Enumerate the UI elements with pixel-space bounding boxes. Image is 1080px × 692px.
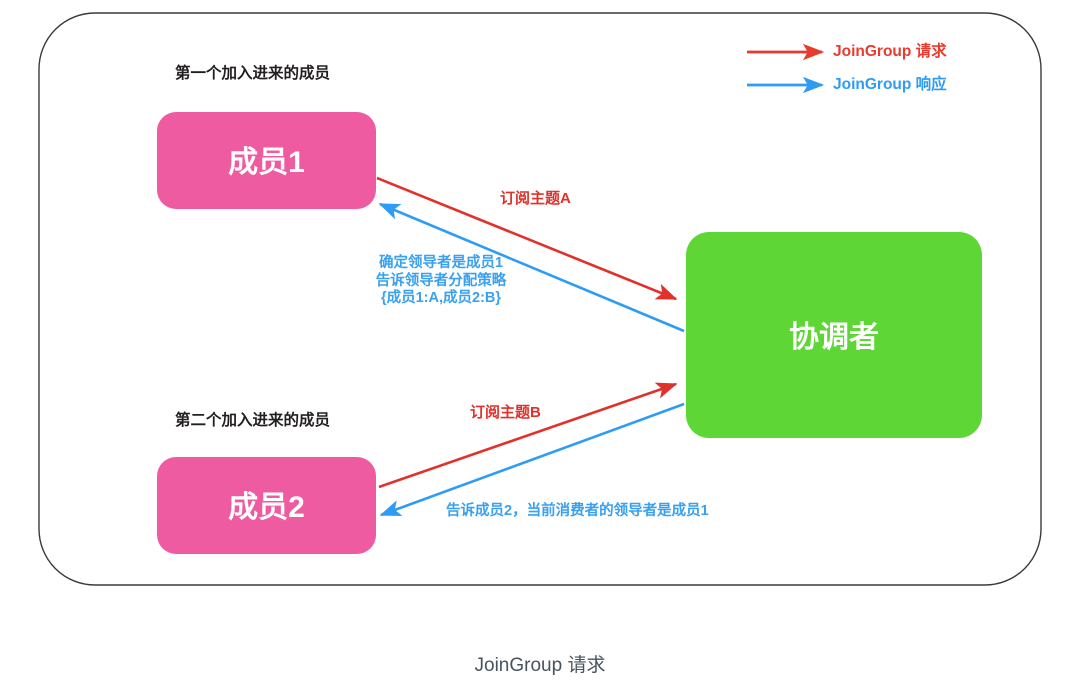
edge-label-member1-request: 订阅主题A [500,190,571,207]
coordinator-box[interactable] [686,232,982,438]
coordinator-title: 协调者 [789,321,879,354]
member2-caption: 第二个加入进来的成员 [175,412,331,429]
response-line-3: {成员1:A,成员2:B} [380,290,502,307]
edge-member1-request [376,176,678,301]
member1-box[interactable] [157,112,376,209]
edge-member2-response [379,402,685,517]
edge-member1-response [378,202,685,333]
response-line-2: 告诉领导者分配策略 [375,272,507,289]
edge-member2-request [378,382,678,489]
edge-label-member2-request: 订阅主题B [470,404,541,421]
edge-label-member2-response: 告诉成员2，当前消费者的领导者是成员1 [446,503,709,519]
legend-label-response: JoinGroup 响应 [833,76,947,93]
figure-caption: JoinGroup 请求 [474,655,606,676]
member1-caption: 第一个加入进来的成员 [175,65,331,82]
member2-title: 成员2 [228,491,305,524]
member2-box[interactable] [157,457,376,554]
member1-title: 成员1 [228,146,305,179]
legend-label-request: JoinGroup 请求 [833,43,947,60]
response-line-1: 确定领导者是成员1 [378,255,504,271]
edge-label-member1-response: 确定领导者是成员1 告诉领导者分配策略 {成员1:A,成员2:B} [330,255,552,308]
